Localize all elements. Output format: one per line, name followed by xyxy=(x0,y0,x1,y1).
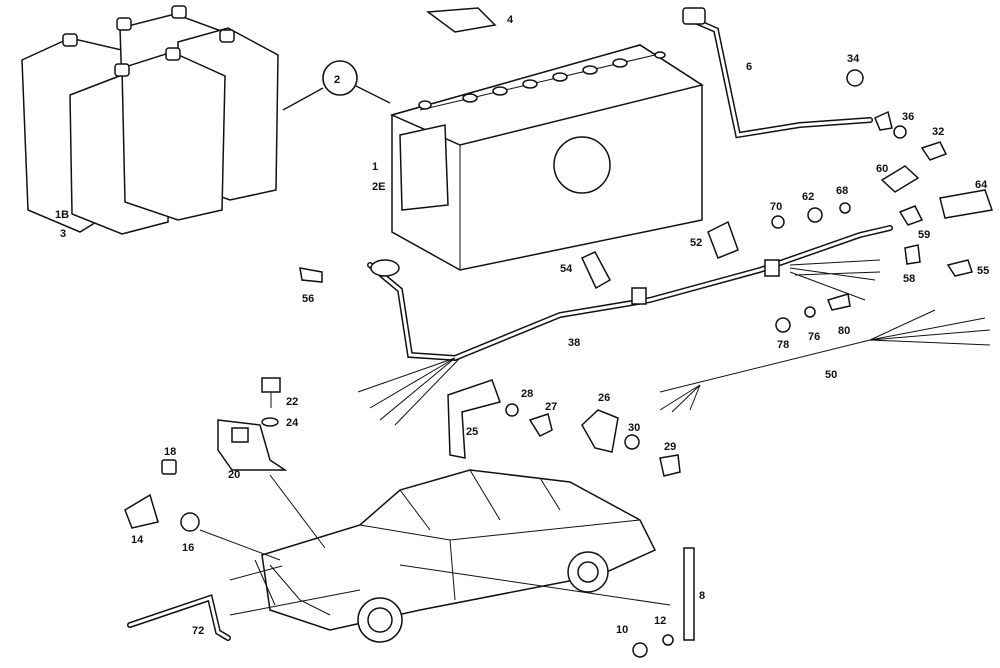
label-c80: 80 xyxy=(838,325,850,337)
label-c2: 2 xyxy=(334,74,340,86)
label-c52: 52 xyxy=(690,237,702,249)
callout-circle-2 xyxy=(322,60,358,96)
label-c6: 6 xyxy=(746,61,752,73)
label-c54: 54 xyxy=(560,263,573,275)
car xyxy=(254,469,657,643)
label-c8: 8 xyxy=(699,590,705,602)
label-c78: 78 xyxy=(777,339,789,351)
label-c18: 18 xyxy=(164,446,176,458)
label-c2E: 2E xyxy=(372,181,385,193)
label-c64: 64 xyxy=(975,179,988,191)
electrolyte-canisters xyxy=(21,5,279,235)
label-c29: 29 xyxy=(664,441,676,453)
label-c10: 10 xyxy=(616,624,628,636)
label-c26: 26 xyxy=(598,392,610,404)
label-c38: 38 xyxy=(568,337,580,349)
label-c4: 4 xyxy=(507,14,514,26)
bracket-26 xyxy=(581,409,619,453)
terminal-cover xyxy=(425,7,497,33)
label-c14: 14 xyxy=(131,534,144,546)
ground-strap-8 xyxy=(683,547,695,641)
bracket-25 xyxy=(447,379,501,459)
label-c27: 27 xyxy=(545,401,557,413)
label-c50: 50 xyxy=(825,369,837,381)
label-c28: 28 xyxy=(521,388,533,400)
label-c55: 55 xyxy=(977,265,989,277)
label-c76: 76 xyxy=(808,331,820,343)
label-c1: 1 xyxy=(372,161,378,173)
label-c59: 59 xyxy=(918,229,930,241)
label-c56: 56 xyxy=(302,293,314,305)
label-c22: 22 xyxy=(286,396,298,408)
label-c12: 12 xyxy=(654,615,666,627)
label-c32: 32 xyxy=(932,126,944,138)
label-c1B: 1B xyxy=(55,209,69,221)
label-c25: 25 xyxy=(466,426,478,438)
label-c70: 70 xyxy=(770,201,782,213)
label-c36: 36 xyxy=(902,111,914,123)
label-c16: 16 xyxy=(182,542,194,554)
label-c72: 72 xyxy=(192,625,204,637)
bracket-20 xyxy=(217,419,288,471)
battery xyxy=(389,44,704,271)
label-c24: 24 xyxy=(286,417,299,429)
label-c20: 20 xyxy=(228,469,240,481)
label-c60: 60 xyxy=(876,163,888,175)
label-c62: 62 xyxy=(802,191,814,203)
label-c30: 30 xyxy=(628,422,640,434)
label-c3: 3 xyxy=(60,228,66,240)
label-c68: 68 xyxy=(836,185,848,197)
label-c34: 34 xyxy=(847,53,860,65)
label-c58: 58 xyxy=(903,273,915,285)
